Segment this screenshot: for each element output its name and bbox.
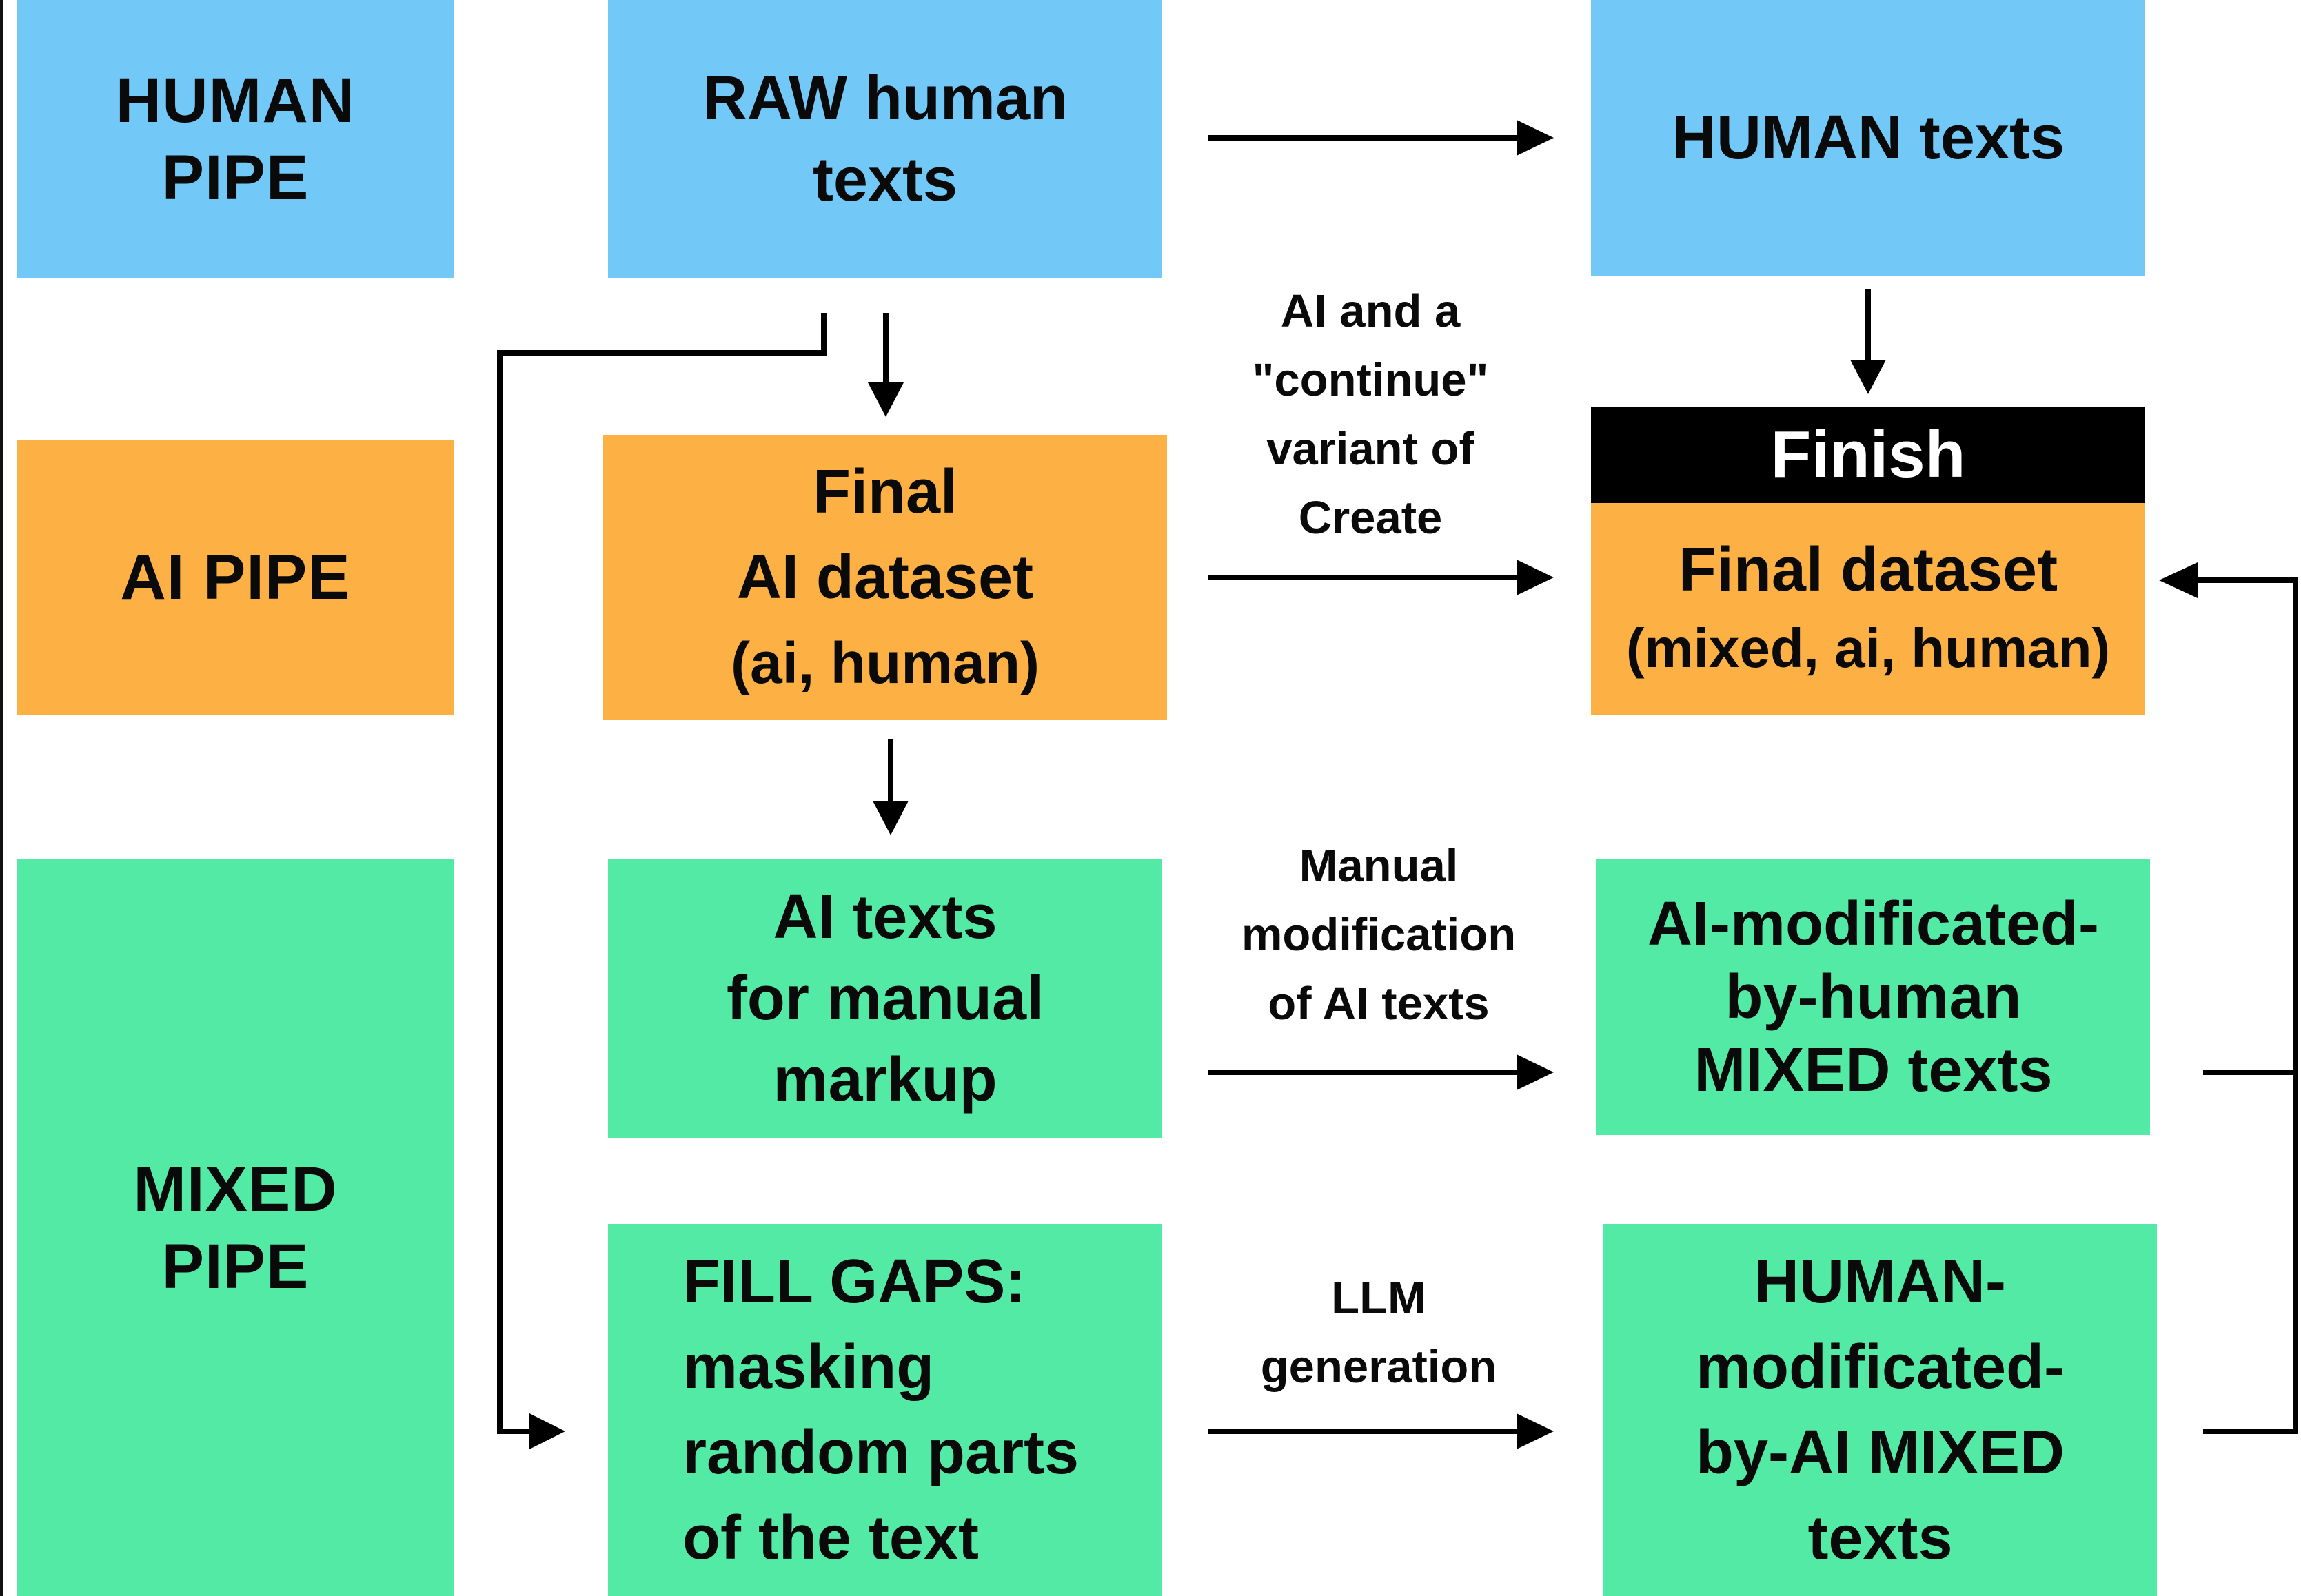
- ai-mod-human-line-3: MIXED texts: [1694, 1036, 2053, 1105]
- human-texts-line-1: HUMAN texts: [1671, 103, 2065, 172]
- raw-human-line-2: texts: [812, 145, 958, 214]
- arrowhead-fill-gaps-to-human-mod-ai: [1517, 1413, 1554, 1449]
- fill-gaps-line-4: of the text: [682, 1504, 980, 1573]
- human-pipe-line-2: PIPE: [161, 142, 310, 213]
- human-texts-node: HUMAN texts: [1591, 0, 2145, 276]
- final-ai-dataset-node: Final AI dataset (ai, human): [603, 435, 1167, 720]
- ai-manual-line-1: AI texts: [773, 883, 997, 952]
- human-mod-ai-line-2: modificated-: [1695, 1333, 2065, 1402]
- mixed-pipe-line-2: PIPE: [161, 1231, 310, 1302]
- human-pipe-label: HUMAN PIPE: [17, 0, 454, 278]
- arrowhead-ai-manual-to-ai-mod-human: [1517, 1054, 1554, 1090]
- mixed-pipe-label: MIXED PIPE: [17, 859, 454, 1596]
- human-pipe-line-1: HUMAN: [115, 65, 356, 136]
- fill-gaps-line-3: random parts: [682, 1418, 1079, 1487]
- human-modificated-by-ai-node: HUMAN- modificated- by-AI MIXED texts: [1603, 1224, 2157, 1596]
- ai-pipe-line-1: AI PIPE: [120, 542, 351, 613]
- final-ai-line-1: Final: [812, 458, 957, 526]
- manual-line-2: modification: [1241, 909, 1517, 961]
- manual-line-1: Manual: [1299, 840, 1459, 892]
- ai-texts-manual-markup-node: AI texts for manual markup: [608, 859, 1162, 1138]
- arrowhead-raw-to-human-texts: [1517, 120, 1554, 156]
- ai-mod-human-line-1: AI-modificated-: [1647, 890, 2099, 959]
- arrowhead-feedback-to-final-dataset: [2159, 562, 2198, 598]
- final-dataset-line-1: Final dataset: [1678, 535, 2058, 604]
- arrowhead-raw-to-fill-gaps: [529, 1413, 565, 1449]
- continue-line-4: Create: [1298, 492, 1443, 544]
- continue-line-2: "continue": [1252, 354, 1489, 406]
- fill-gaps-node: FILL GAPS: masking random parts of the t…: [608, 1224, 1162, 1596]
- final-ai-line-3: (ai, human): [730, 631, 1040, 695]
- arrowhead-human-texts-to-finish: [1850, 360, 1886, 394]
- fill-gaps-line-2: masking: [682, 1333, 935, 1402]
- human-mod-ai-line-1: HUMAN-: [1754, 1247, 2006, 1316]
- fill-gaps-line-1: FILL GAPS:: [682, 1247, 1026, 1316]
- arrowhead-final-ai-to-final-dataset: [1517, 560, 1554, 595]
- arrow-human-mod-ai-to-final-dataset: [2198, 577, 2298, 1434]
- raw-human-line-1: RAW human: [702, 63, 1068, 133]
- final-ai-line-2: AI dataset: [736, 543, 1034, 612]
- arrowhead-raw-to-final-ai: [868, 382, 904, 417]
- human-mod-ai-line-4: texts: [1807, 1504, 1953, 1573]
- final-dataset-node: Final dataset (mixed, ai, human): [1591, 503, 2145, 715]
- final-dataset-line-2: (mixed, ai, human): [1625, 617, 2111, 679]
- llm-line-2: generation: [1260, 1341, 1497, 1393]
- ai-modificated-by-human-node: AI-modificated- by-human MIXED texts: [1596, 859, 2150, 1135]
- human-mod-ai-line-3: by-AI MIXED: [1695, 1418, 2065, 1487]
- arrowhead-final-ai-to-ai-manual: [873, 801, 909, 835]
- ai-manual-line-2: for manual: [726, 964, 1044, 1033]
- ai-manual-line-3: markup: [773, 1045, 997, 1114]
- llm-line-1: LLM: [1331, 1272, 1426, 1324]
- mixed-pipe-line-1: MIXED: [133, 1154, 338, 1225]
- manual-line-3: of AI texts: [1268, 978, 1490, 1030]
- ai-pipe-label: AI PIPE: [17, 440, 454, 715]
- left-border: [0, 0, 3, 1596]
- finish-header: Finish: [1591, 407, 2145, 503]
- ai-mod-human-line-2: by-human: [1725, 963, 2022, 1032]
- continue-line-3: variant of: [1266, 423, 1474, 475]
- continue-variant-edge-label: AI and a "continue" variant of Create: [1177, 277, 1563, 553]
- arrow-raw-to-fill-gaps: [497, 313, 827, 1434]
- raw-human-texts-node: RAW human texts: [608, 0, 1162, 278]
- continue-line-1: AI and a: [1280, 285, 1461, 337]
- llm-generation-edge-label: LLM generation: [1186, 1264, 1572, 1402]
- manual-modification-edge-label: Manual modification of AI texts: [1186, 832, 1572, 1039]
